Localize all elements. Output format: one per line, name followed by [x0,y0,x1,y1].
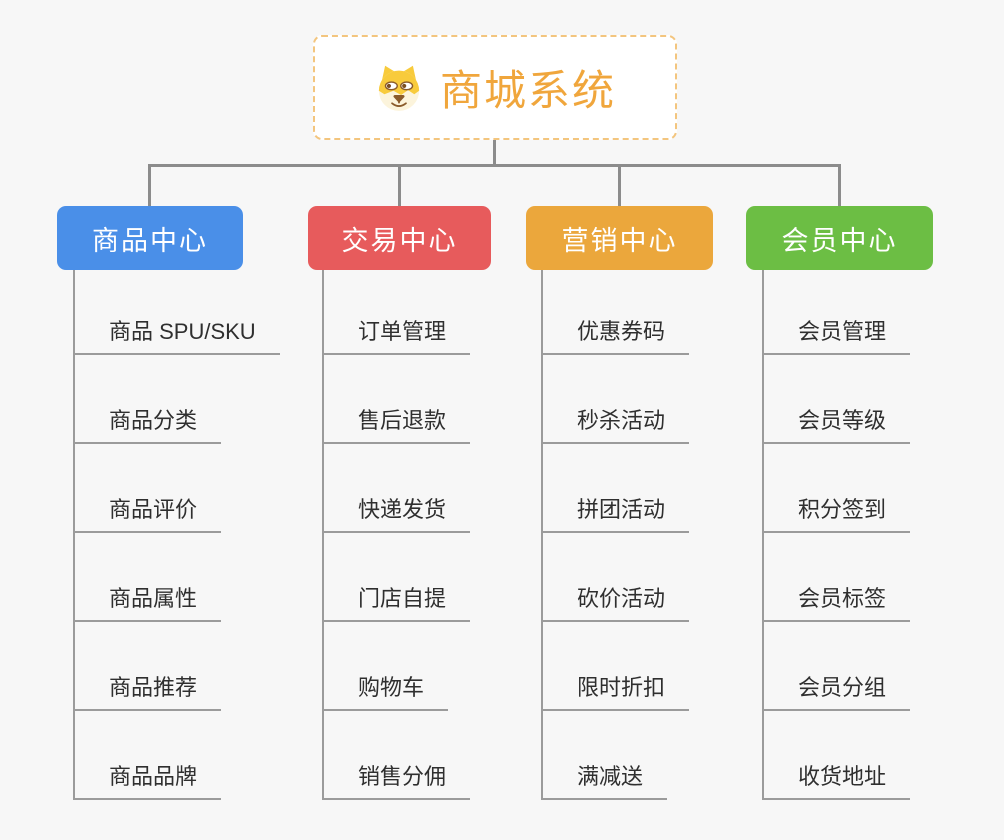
tree-item[interactable]: 商品评价 [75,444,222,533]
tree-item[interactable]: 商品分类 [75,355,222,444]
tree-item[interactable]: 秒杀活动 [543,355,690,444]
tree-item[interactable]: 会员管理 [764,270,911,355]
connector-horizontal [148,164,841,167]
branch-box-trade-center[interactable]: 交易中心 [308,206,491,270]
tree-item[interactable]: 会员分组 [764,622,911,711]
root-node-mall-system[interactable]: 商城系统 [313,35,677,140]
tree-item[interactable]: 商品属性 [75,533,222,622]
connector-stem-members [838,164,841,206]
tree-item[interactable]: 销售分佣 [324,711,471,800]
connector-stem-trade [398,164,401,206]
connector-stem-marketing [618,164,621,206]
shiba-dog-icon [378,65,420,111]
branch-box-marketing-center[interactable]: 营销中心 [526,206,713,270]
tree-item[interactable]: 门店自提 [324,533,471,622]
tree-item[interactable]: 优惠券码 [543,270,690,355]
tree-item[interactable]: 积分签到 [764,444,911,533]
connector-root-stem [493,140,496,164]
tree-item[interactable]: 商品推荐 [75,622,222,711]
branch-box-product-center[interactable]: 商品中心 [57,206,243,270]
tree-item[interactable]: 商品 SPU/SKU [75,270,280,355]
tree-item[interactable]: 收货地址 [764,711,911,800]
tree-item[interactable]: 砍价活动 [543,533,690,622]
tree-item[interactable]: 拼团活动 [543,444,690,533]
connector-stem-products [148,164,151,206]
tree-item[interactable]: 商品品牌 [75,711,222,800]
branch-box-member-center[interactable]: 会员中心 [746,206,933,270]
tree-item[interactable]: 限时折扣 [543,622,690,711]
sublist-marketing-center: 优惠券码 秒杀活动 拼团活动 砍价活动 限时折扣 满减送 [541,270,690,800]
tree-item[interactable]: 满减送 [543,711,668,800]
tree-item[interactable]: 快递发货 [324,444,471,533]
tree-item[interactable]: 购物车 [324,622,449,711]
sublist-product-center: 商品 SPU/SKU 商品分类 商品评价 商品属性 商品推荐 商品品牌 [73,270,280,800]
tree-item[interactable]: 会员标签 [764,533,911,622]
sublist-trade-center: 订单管理 售后退款 快递发货 门店自提 购物车 销售分佣 [322,270,471,800]
tree-item[interactable]: 售后退款 [324,355,471,444]
sublist-member-center: 会员管理 会员等级 积分签到 会员标签 会员分组 收货地址 [762,270,911,800]
root-title: 商城系统 [439,67,616,114]
tree-item[interactable]: 会员等级 [764,355,911,444]
tree-item[interactable]: 订单管理 [324,270,471,355]
